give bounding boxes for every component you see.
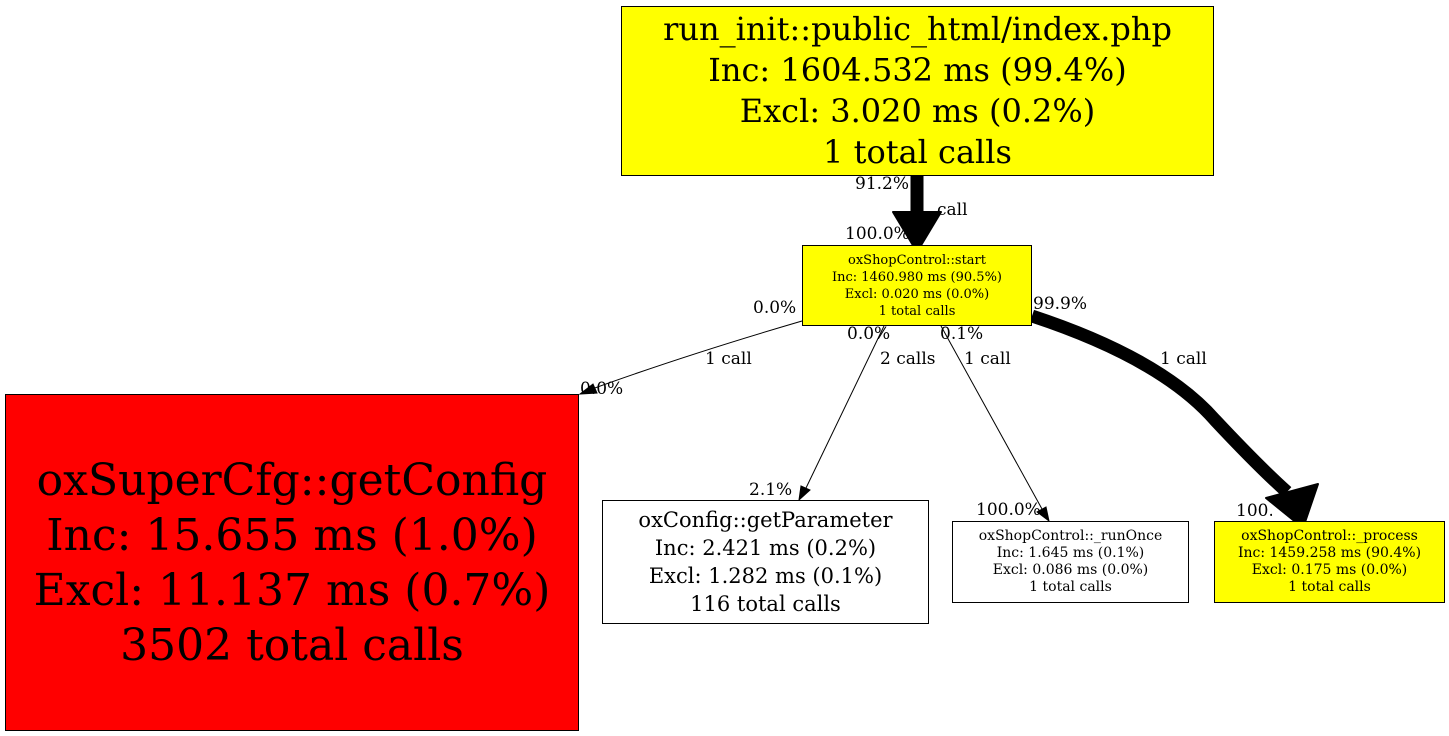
edge-start-process-tail-pct: 99.9%: [1033, 294, 1088, 314]
edge-start-getconfig-label: 1 call: [705, 349, 752, 369]
node-inclusive-time: Inc: 1460.980 ms (90.5%): [831, 269, 1003, 285]
edge-start-getconfig-tail-pct: 0.0%: [753, 298, 797, 318]
edge-start-runonce-head-pct: 100.0%: [976, 500, 1041, 520]
node-exclusive-time: Excl: 0.086 ms (0.0%): [992, 562, 1149, 578]
edge-start-runonce-label: 1 call: [964, 349, 1011, 369]
edge-start-process-head-pct: 100.0%: [1236, 503, 1272, 520]
node-inclusive-time: Inc: 1604.532 ms (99.4%): [708, 51, 1127, 89]
node-function-name: oxShopControl::_process: [1241, 528, 1418, 544]
node-inclusive-time: Inc: 1459.258 ms (90.4%): [1237, 545, 1422, 561]
node-oxsupercfg-getconfig[interactable]: oxSuperCfg::getConfig Inc: 15.655 ms (1.…: [5, 394, 579, 731]
node-exclusive-time: Excl: 11.137 ms (0.7%): [33, 564, 551, 616]
edge-start-to-process: [1029, 309, 1319, 529]
edge-start-process-label: 1 call: [1160, 349, 1207, 369]
node-total-calls: 1 total calls: [878, 303, 956, 319]
edge-start-runonce-tail-pct: 0.1%: [940, 324, 984, 344]
node-total-calls: 1 total calls: [823, 133, 1012, 171]
edge-start-getparameter-label: 2 calls: [880, 349, 936, 369]
node-inclusive-time: Inc: 2.421 ms (0.2%): [654, 536, 877, 560]
edge-start-getparameter-head-pct: 2.1%: [749, 480, 793, 500]
node-total-calls: 116 total calls: [690, 592, 841, 616]
node-function-name: oxShopControl::start: [848, 252, 986, 268]
node-total-calls: 1 total calls: [1029, 579, 1112, 595]
edge-start-getparameter-tail-pct: 0.0%: [847, 324, 891, 344]
edge-root-start-tail-pct: 91.2%: [855, 174, 910, 194]
edge-root-start-label: call: [937, 200, 968, 220]
node-oxconfig-getparameter[interactable]: oxConfig::getParameter Inc: 2.421 ms (0.…: [602, 500, 929, 624]
node-oxshopcontrol-process[interactable]: oxShopControl::_process Inc: 1459.258 ms…: [1214, 521, 1445, 603]
node-function-name: run_init::public_html/index.php: [663, 10, 1172, 48]
node-run-init-index[interactable]: run_init::public_html/index.php Inc: 160…: [621, 6, 1214, 176]
edge-start-to-getconfig: [578, 320, 803, 395]
edge-root-start-head-pct: 100.0%: [845, 224, 910, 244]
node-exclusive-time: Excl: 0.020 ms (0.0%): [844, 286, 990, 302]
edge-start-to-runonce: [940, 325, 1050, 523]
node-function-name: oxShopControl::_runOnce: [978, 528, 1163, 544]
edge-start-to-getparameter: [798, 325, 885, 502]
edge-start-getconfig-head-pct: 0.0%: [580, 379, 624, 399]
node-total-calls: 1 total calls: [1288, 579, 1371, 595]
node-exclusive-time: Excl: 3.020 ms (0.2%): [739, 92, 1096, 130]
edge-root-to-start: [892, 176, 942, 253]
node-exclusive-time: Excl: 0.175 ms (0.0%): [1251, 562, 1408, 578]
node-oxshopcontrol-runonce[interactable]: oxShopControl::_runOnce Inc: 1.645 ms (0…: [952, 521, 1189, 603]
node-inclusive-time: Inc: 15.655 ms (1.0%): [46, 509, 538, 561]
node-total-calls: 3502 total calls: [120, 619, 464, 671]
node-oxshopcontrol-start[interactable]: oxShopControl::start Inc: 1460.980 ms (9…: [802, 245, 1032, 326]
node-function-name: oxSuperCfg::getConfig: [36, 454, 548, 506]
node-function-name: oxConfig::getParameter: [638, 508, 893, 532]
node-inclusive-time: Inc: 1.645 ms (0.1%): [996, 545, 1145, 561]
node-exclusive-time: Excl: 1.282 ms (0.1%): [648, 564, 883, 588]
